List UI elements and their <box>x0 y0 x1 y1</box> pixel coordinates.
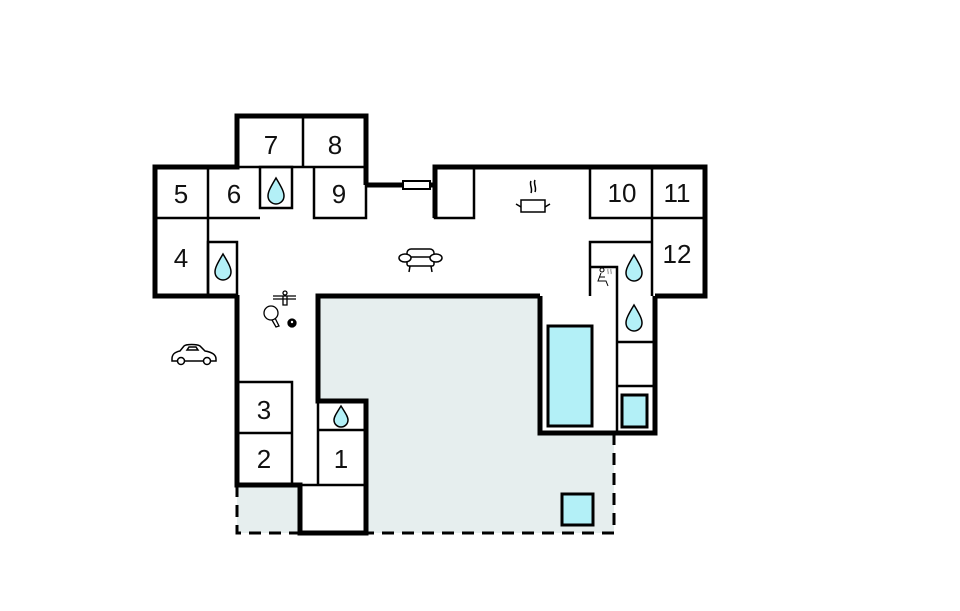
games-icon <box>263 290 297 328</box>
room-10-label: 10 <box>608 178 637 208</box>
water-drop-icon <box>625 253 643 282</box>
room-4-label: 4 <box>174 243 188 273</box>
whirlpool <box>620 393 649 429</box>
pools <box>546 324 649 527</box>
water-drop-icon <box>625 303 643 332</box>
water-drop-icon <box>267 176 285 205</box>
room-1-label: 1 <box>334 444 348 474</box>
room-6-label: 6 <box>227 179 241 209</box>
room-7-label: 7 <box>264 130 278 160</box>
water-drop-icon <box>214 252 232 281</box>
room-labels: 1 2 3 4 5 6 7 8 9 10 11 12 <box>174 130 692 474</box>
room-12-label: 12 <box>663 239 692 269</box>
sauna-icon <box>597 267 612 287</box>
indoor-pool <box>546 324 594 428</box>
water-drop-icons <box>214 176 643 428</box>
room-9-label: 9 <box>332 179 346 209</box>
outdoor-pool <box>560 492 595 527</box>
room-3-label: 3 <box>257 395 271 425</box>
water-drop-icon <box>333 404 349 428</box>
sofa-icon <box>398 248 443 273</box>
room-2-label: 2 <box>257 444 271 474</box>
room-11-label: 11 <box>664 178 691 208</box>
car-parking-icon <box>171 343 217 366</box>
kitchen-pot-icon <box>515 179 551 213</box>
room-5-label: 5 <box>174 179 188 209</box>
room-8-label: 8 <box>328 130 342 160</box>
interior-walls <box>155 116 705 487</box>
